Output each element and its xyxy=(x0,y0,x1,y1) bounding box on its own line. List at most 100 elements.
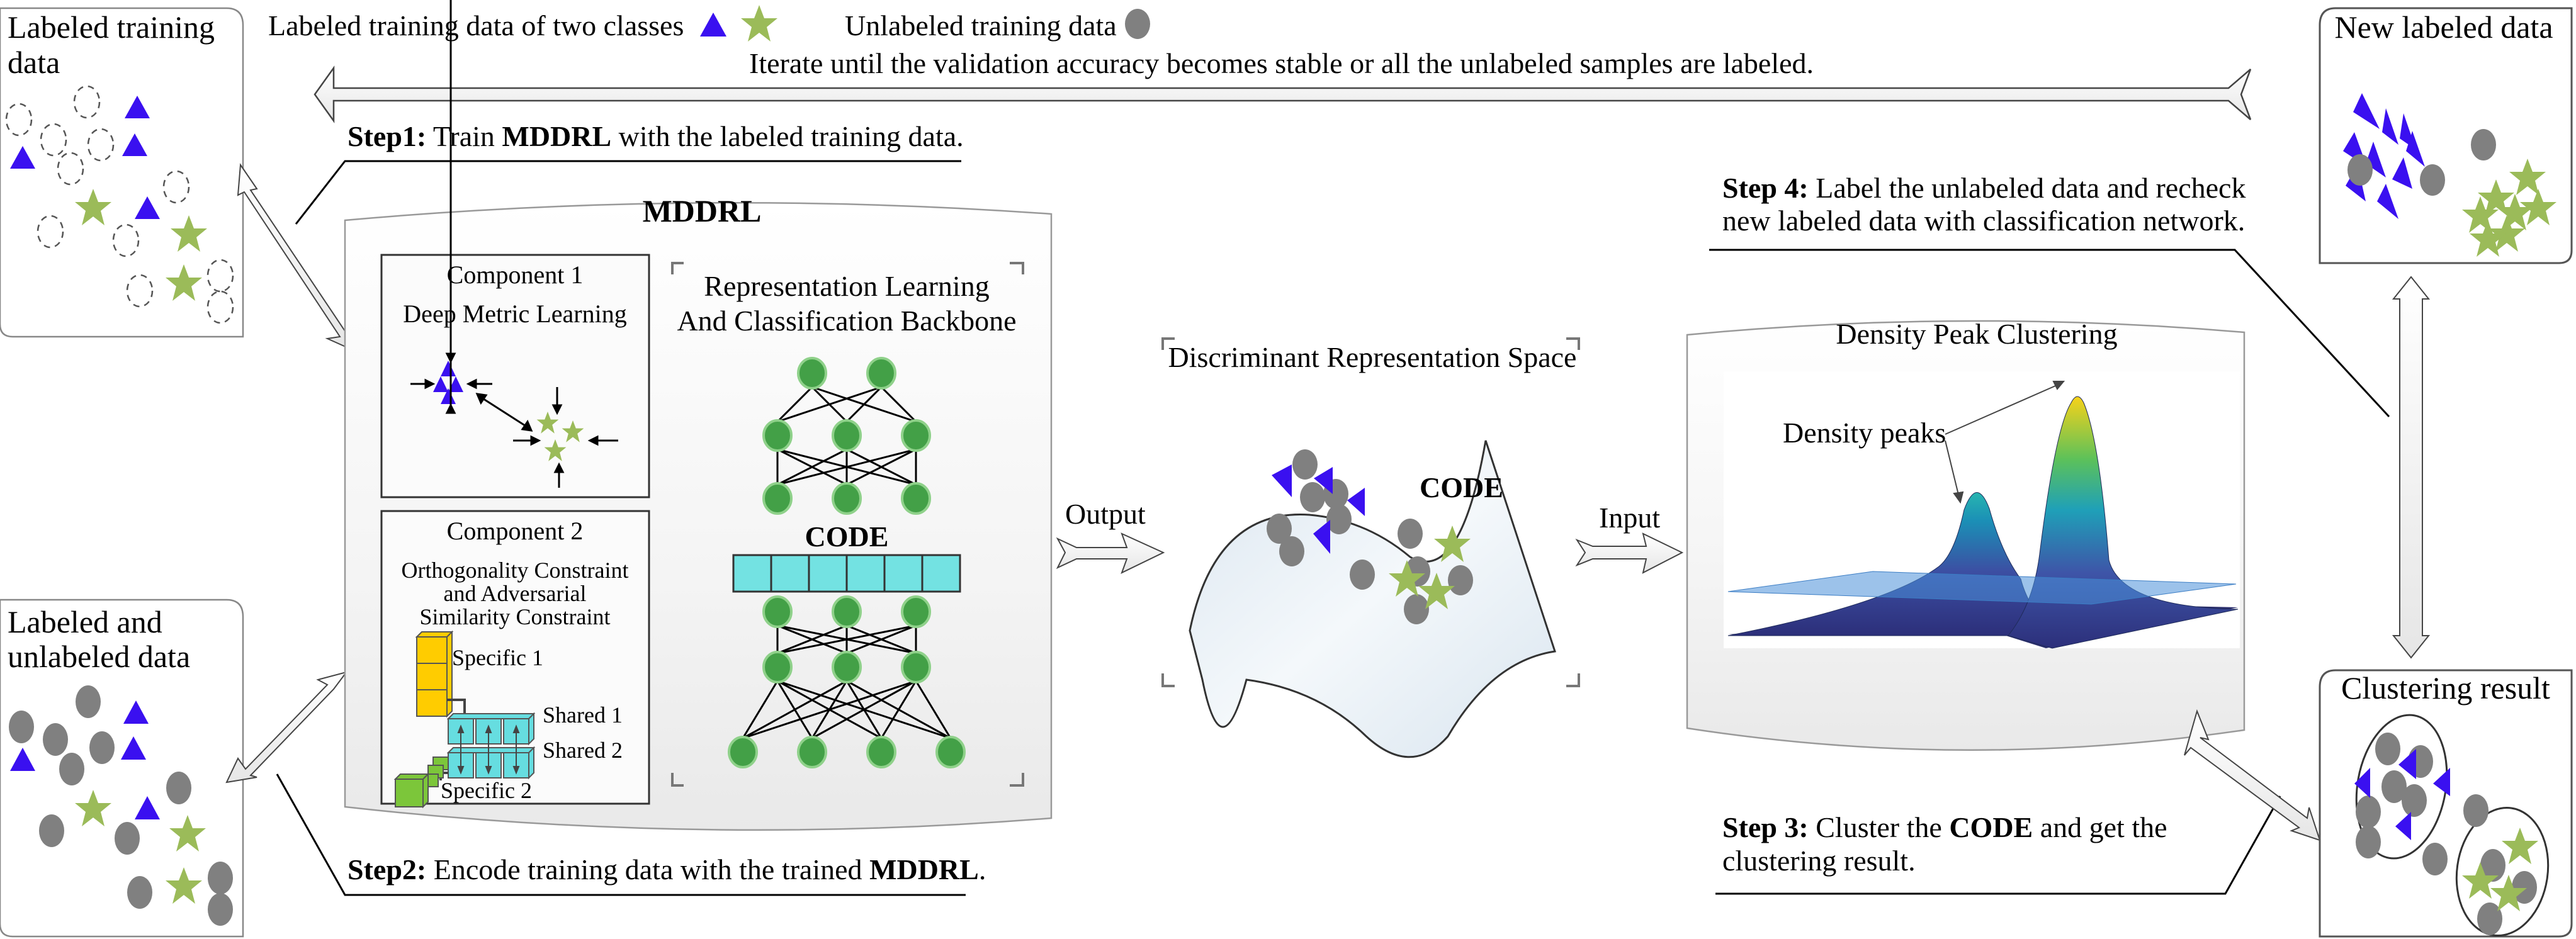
clustering-result-box: Clustering result xyxy=(2319,669,2573,938)
specific2-label: Specific 2 xyxy=(441,778,532,803)
network-edge xyxy=(845,386,883,423)
code-cell xyxy=(732,554,772,593)
svg-text:Step 3: Cluster the CODE and g: Step 3: Cluster the CODE and get the xyxy=(1722,811,2167,843)
code-cell xyxy=(883,554,924,593)
metric-arrows xyxy=(410,0,618,488)
network-node xyxy=(797,736,827,768)
code-cell xyxy=(921,554,961,593)
labeled-unlabeled-title-1: Labeled and xyxy=(8,604,162,639)
component2-title: Component 2 xyxy=(447,517,584,545)
legend-dot-icon xyxy=(1125,9,1150,39)
code-cell xyxy=(770,554,810,593)
labeled-training-title-2: data xyxy=(8,45,60,80)
mddrl-title: MDDRL xyxy=(643,193,762,228)
step1-label: Step1: xyxy=(347,120,426,152)
network-edge xyxy=(777,624,847,655)
labeled-unlabeled-box: Labeled and unlabeled data xyxy=(0,599,244,938)
network-node xyxy=(866,736,896,768)
backbone-corner-brackets xyxy=(671,262,1024,787)
backbone-title-2: And Classification Backbone xyxy=(677,305,1016,337)
network-edge xyxy=(915,680,952,739)
specific1-blocks xyxy=(415,630,454,718)
shared-link-arrows xyxy=(457,724,520,775)
network-node xyxy=(797,357,827,390)
network-edge xyxy=(777,448,917,486)
network-edge xyxy=(846,448,917,486)
step4-line2: new labeled data with classification net… xyxy=(1722,205,2245,237)
code-vector xyxy=(732,554,961,593)
space-code-label: CODE xyxy=(1420,471,1503,503)
metric-triangles xyxy=(433,361,463,404)
network-node xyxy=(935,736,966,768)
svg-text:Step2: Encode training data w: Step2: Encode training data with the tra… xyxy=(347,853,986,886)
network-node xyxy=(762,419,793,452)
network-edge xyxy=(811,680,917,739)
cluster-ring-1 xyxy=(2355,714,2448,860)
density-surface xyxy=(1727,396,2239,649)
network-edges xyxy=(742,386,952,739)
iterate-arrow xyxy=(314,65,2252,123)
network-node xyxy=(901,419,931,452)
shared1-label: Shared 1 xyxy=(543,702,623,728)
step2-arrow xyxy=(225,671,348,784)
step2-label: Step2: xyxy=(347,853,426,886)
output-arrow xyxy=(1056,532,1165,574)
cluster-triangles xyxy=(2354,749,2450,840)
network-node xyxy=(832,482,862,515)
backbone-area: Representation Learning And Classificati… xyxy=(671,262,1024,787)
legend-unlabeled-text: Unlabeled training data xyxy=(845,9,1117,42)
specific2-blocks xyxy=(393,756,449,809)
network-node xyxy=(728,736,758,768)
code-cell xyxy=(808,554,848,593)
backbone-title-1: Representation Learning xyxy=(704,270,989,302)
density-peak-pointers xyxy=(1945,381,2065,504)
network-node xyxy=(762,482,793,515)
network-node xyxy=(901,651,931,683)
clustering-result-title: Clustering result xyxy=(2341,670,2550,706)
step4-callout: Step 4: Label the unlabeled data and rec… xyxy=(1709,172,2390,418)
network-node xyxy=(832,595,862,628)
network-node xyxy=(832,651,862,683)
cluster-ring-2 xyxy=(2455,806,2550,937)
network-edge xyxy=(742,680,847,739)
new-labeled-dots xyxy=(2347,129,2496,196)
component2-subtitle-1: Orthogonality Constraint xyxy=(402,558,629,583)
network-edge xyxy=(777,448,847,486)
network-edge xyxy=(880,680,917,739)
output-label: Output xyxy=(1065,498,1146,530)
svg-text:Step1: Train MDDRL with the la: Step1: Train MDDRL with the labeled trai… xyxy=(347,120,964,152)
iterate-text: Iterate until the validation accuracy be… xyxy=(749,47,1814,79)
component1-title: Component 1 xyxy=(447,261,584,289)
network-nodes xyxy=(728,357,966,768)
network-edge xyxy=(777,624,917,655)
step3-line2: clustering result. xyxy=(1722,845,1916,877)
network-edge xyxy=(846,624,917,655)
network-node xyxy=(901,482,931,515)
density-panel: Density Peak Clustering Density peaks xyxy=(1686,318,2246,751)
network-edge xyxy=(880,386,917,423)
network-node xyxy=(762,651,793,683)
specific1-label: Specific 1 xyxy=(452,645,543,670)
density-peaks-label: Density peaks xyxy=(1783,417,1946,449)
network-node xyxy=(832,419,862,452)
mddrl-panel: MDDRL Component 1 Deep Metric Learning xyxy=(344,0,1053,831)
new-labeled-title: New labeled data xyxy=(2334,9,2553,45)
step1-arrow xyxy=(237,163,353,351)
code-cell xyxy=(845,554,886,593)
component1-box: Component 1 Deep Metric Learning xyxy=(380,0,650,498)
labeled-training-title-1: Labeled training xyxy=(8,9,215,45)
new-labeled-box: New labeled data xyxy=(2319,7,2573,264)
legend-labeled-text: Labeled training data of two classes xyxy=(268,9,684,42)
mixed-triangles xyxy=(10,700,160,819)
svg-text:Step 4: Label the unlabeled da: Step 4: Label the unlabeled data and rec… xyxy=(1722,172,2246,204)
network-edge xyxy=(742,680,779,739)
legend-triangle-icon xyxy=(700,13,726,37)
space-title: Discriminant Representation Space xyxy=(1168,341,1577,373)
step3-arrow xyxy=(2184,709,2321,841)
mixed-dots xyxy=(9,685,233,926)
labeled-unlabeled-title-2: unlabeled data xyxy=(8,639,190,674)
component1-subtitle: Deep Metric Learning xyxy=(403,300,626,328)
threshold-plane xyxy=(1727,571,2237,605)
update-arrow xyxy=(2392,276,2431,659)
